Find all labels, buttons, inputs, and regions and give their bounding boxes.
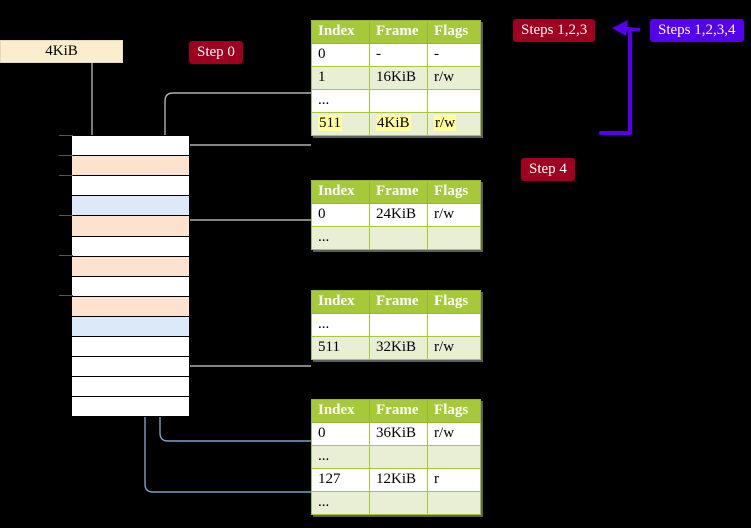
- cell-frame: 36KiB: [369, 422, 429, 446]
- table-row: ...: [310, 491, 481, 515]
- column-header-index: Index: [310, 20, 371, 44]
- cell-index: 0: [310, 43, 371, 67]
- cell-frame: 12KiB: [369, 468, 429, 492]
- cell-frame: 32KiB: [369, 336, 429, 360]
- cell-flags: r: [427, 468, 481, 492]
- cell-index: 0: [310, 203, 371, 227]
- badge-step-4: Step 4: [521, 158, 575, 181]
- cell-frame: [369, 445, 429, 469]
- table-row: ...: [310, 89, 481, 113]
- cell-index: 127: [310, 468, 371, 492]
- column-header-index: Index: [310, 180, 371, 204]
- table-row: 0--: [310, 43, 481, 67]
- cell-index: ...: [310, 226, 371, 250]
- badge-steps-1-2-3-label: Steps 1,2,3: [521, 22, 588, 38]
- memory-frame-row: [71, 135, 190, 157]
- memory-frame-row: [71, 315, 190, 337]
- cell-index: ...: [310, 491, 371, 515]
- cell-flags: [427, 313, 481, 337]
- column-header-flags: Flags: [427, 399, 481, 423]
- cell-index: ...: [310, 445, 371, 469]
- column-header-frame: Frame: [369, 399, 429, 423]
- column-header-frame: Frame: [369, 290, 429, 314]
- cell-flags: [427, 491, 481, 515]
- badge-steps-1-2-3-4: Steps 1,2,3,4: [650, 19, 744, 42]
- table-row: ...: [310, 226, 481, 250]
- cell-index: ...: [310, 313, 371, 337]
- cell-index: 0: [310, 422, 371, 446]
- cell-frame: 24KiB: [369, 203, 429, 227]
- memory-frame-row: [71, 175, 190, 197]
- column-header-frame: Frame: [369, 180, 429, 204]
- memory-tick: [59, 175, 73, 176]
- physical-memory-column: [71, 135, 190, 418]
- badge-steps-1-2-3-4-label: Steps 1,2,3,4: [658, 22, 736, 38]
- column-header-index: Index: [310, 399, 371, 423]
- cell-frame: 4KiB: [369, 112, 429, 136]
- cell-index: ...: [310, 89, 371, 113]
- memory-tick: [59, 215, 73, 216]
- memory-tick: [59, 295, 73, 296]
- memory-tick: [59, 155, 73, 156]
- cell-frame: [369, 226, 429, 250]
- cell-flags: r/w: [427, 422, 481, 446]
- memory-frame-row: [71, 376, 190, 398]
- memory-tick: [59, 135, 73, 136]
- cell-flags: r/w: [427, 112, 481, 136]
- cell-flags: r/w: [427, 203, 481, 227]
- frame-4kib-box: 4KiB: [0, 40, 123, 63]
- badge-steps-1-2-3: Steps 1,2,3: [513, 19, 596, 42]
- column-header-index: Index: [310, 290, 371, 314]
- cell-frame: 16KiB: [369, 66, 429, 90]
- cell-flags: [427, 445, 481, 469]
- memory-frame-row: [71, 235, 190, 257]
- column-header-flags: Flags: [427, 180, 481, 204]
- cell-flags: r/w: [427, 66, 481, 90]
- badge-step-0-label: Step 0: [197, 44, 235, 60]
- cell-index: 1: [310, 66, 371, 90]
- cell-flags: [427, 226, 481, 250]
- memory-frame-row: [71, 195, 190, 217]
- badge-step-0: Step 0: [189, 41, 243, 64]
- cell-index: 511: [310, 112, 371, 136]
- cell-flags: -: [427, 43, 481, 67]
- cell-frame: [369, 491, 429, 515]
- column-header-flags: Flags: [427, 20, 481, 44]
- memory-frame-row: [71, 215, 190, 237]
- cell-flags: [427, 89, 481, 113]
- memory-tick: [59, 255, 73, 256]
- memory-frame-row: [71, 396, 190, 418]
- memory-frame-row: [71, 275, 190, 297]
- memory-frame-row: [71, 255, 190, 277]
- cell-index: 511: [310, 336, 371, 360]
- memory-frame-row: [71, 295, 190, 317]
- column-header-flags: Flags: [427, 290, 481, 314]
- cell-frame: -: [369, 43, 429, 67]
- frame-4kib-label: 4KiB: [45, 43, 78, 59]
- memory-frame-row: [71, 356, 190, 378]
- table-row: ...: [310, 313, 481, 337]
- column-header-frame: Frame: [369, 20, 429, 44]
- cell-flags: r/w: [427, 336, 481, 360]
- memory-frame-row: [71, 336, 190, 358]
- memory-frame-row: [71, 155, 190, 177]
- table-row: ...: [310, 445, 481, 469]
- badge-step-4-label: Step 4: [529, 161, 567, 177]
- cell-frame: [369, 89, 429, 113]
- cell-frame: [369, 313, 429, 337]
